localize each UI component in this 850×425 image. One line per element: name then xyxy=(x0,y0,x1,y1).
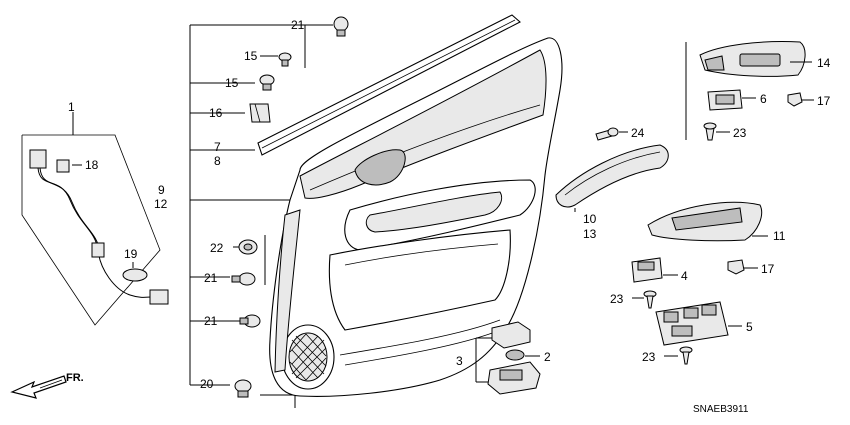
callout-17-top: 17 xyxy=(817,94,831,108)
screw-24 xyxy=(595,127,619,141)
callout-22: 22 xyxy=(210,241,224,255)
switch-4 xyxy=(631,257,663,283)
courtesy-light-group xyxy=(475,321,541,395)
callout-6: 6 xyxy=(760,92,767,106)
harness-clip xyxy=(91,242,105,258)
callout-11: 11 xyxy=(773,229,786,243)
power-window-switch-group xyxy=(685,41,814,141)
callout-21-top: 21 xyxy=(291,18,305,32)
callout-7: 7 xyxy=(214,140,221,154)
fastener-21-low xyxy=(239,314,261,328)
callout-18: 18 xyxy=(85,158,99,172)
callout-19: 19 xyxy=(124,247,138,261)
armrest-pull-handle xyxy=(555,144,669,208)
fastener-15-top xyxy=(278,52,292,67)
front-direction-arrow xyxy=(10,375,67,399)
callout-21-low: 21 xyxy=(204,314,218,328)
harness-connector-bottom xyxy=(149,289,169,305)
callout-10: 10 xyxy=(583,212,597,226)
wire-harness-group xyxy=(21,112,169,326)
master-switch-5 xyxy=(655,301,729,346)
fastener-bracket xyxy=(189,24,325,408)
callout-15-top: 15 xyxy=(244,49,258,63)
harness-connector-top xyxy=(29,149,47,169)
callout-21-mid: 21 xyxy=(204,271,218,285)
callout-2: 2 xyxy=(544,350,551,364)
screw-23-mid xyxy=(643,290,657,309)
callout-4: 4 xyxy=(681,269,688,283)
callout-9: 9 xyxy=(158,183,165,197)
harness-boundary xyxy=(21,134,161,326)
callout-20: 20 xyxy=(200,377,214,391)
callout-23-mid: 23 xyxy=(610,292,624,306)
callout-5: 5 xyxy=(746,320,753,334)
part-18-clip xyxy=(56,159,70,173)
switch-panel-cover xyxy=(647,201,763,242)
fastener-21-mid xyxy=(231,272,256,286)
window-molding-strip xyxy=(257,14,521,156)
callout-13: 13 xyxy=(583,227,597,241)
callout-23-low: 23 xyxy=(642,350,656,364)
fastener-20 xyxy=(234,379,252,398)
callout-16: 16 xyxy=(209,106,223,120)
callout-23-top: 23 xyxy=(733,126,747,140)
harness-wire-2 xyxy=(39,167,101,253)
fastener-21-top xyxy=(333,16,349,37)
clip-17-mid xyxy=(727,259,745,275)
clip-16 xyxy=(249,103,271,123)
grommet-22 xyxy=(238,239,258,255)
callout-24: 24 xyxy=(631,126,645,140)
callout-3: 3 xyxy=(456,354,463,368)
screw-23-low xyxy=(679,346,693,365)
callout-15-mid: 15 xyxy=(225,76,239,90)
part-19-tie xyxy=(122,268,148,282)
callout-17-mid: 17 xyxy=(761,262,775,276)
callout-12: 12 xyxy=(154,197,168,211)
fastener-15-mid xyxy=(259,74,275,91)
callout-8: 8 xyxy=(214,154,221,168)
callout-14: 14 xyxy=(817,56,831,70)
diagram-code: SNAEB3911 xyxy=(693,404,749,415)
callout-1: 1 xyxy=(68,100,75,114)
fr-label: FR. xyxy=(66,372,84,384)
door-lining-panel xyxy=(269,37,563,397)
